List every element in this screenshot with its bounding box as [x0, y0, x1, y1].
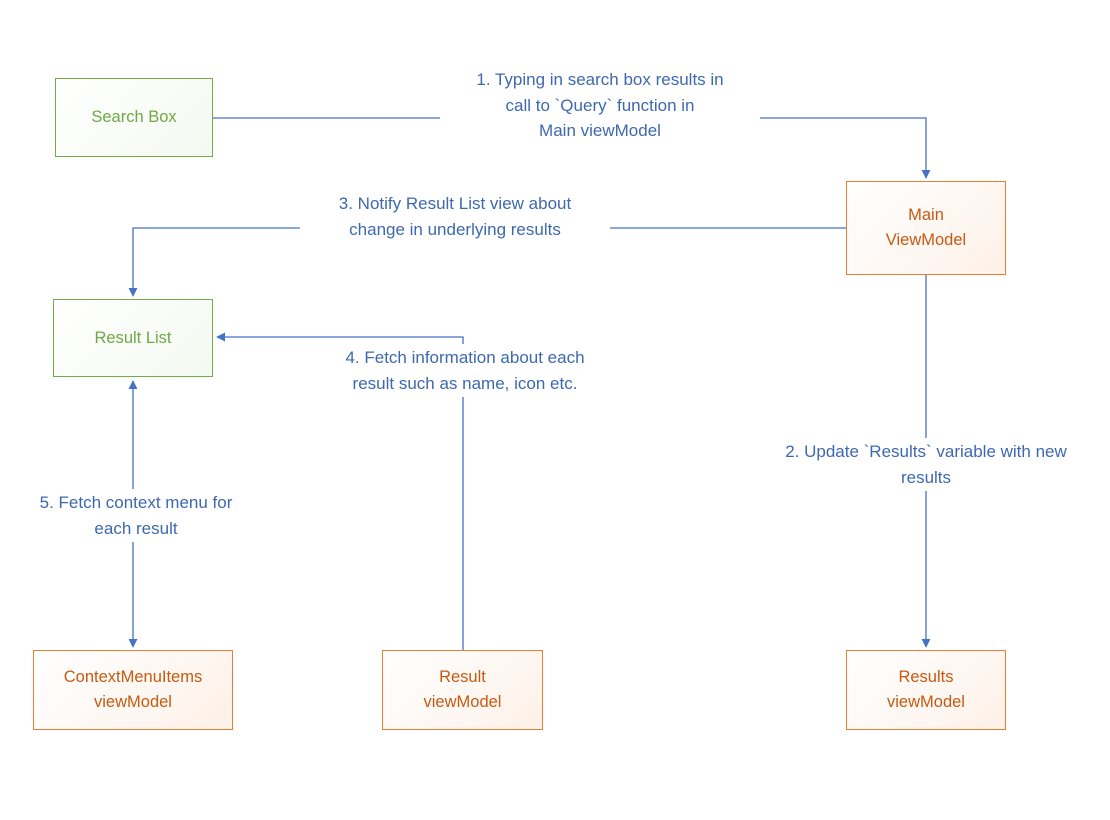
edge-label-5: 5. Fetch context menu for each result — [10, 489, 262, 542]
node-search-box-label: Search Box — [91, 108, 177, 126]
node-search-box: Search Box — [55, 78, 213, 157]
node-result-viewmodel: Result viewModel — [382, 650, 543, 730]
node-main-viewmodel-label: Main ViewModel — [885, 206, 967, 249]
edge-label-3: 3. Notify Result List view about change … — [300, 190, 610, 243]
node-results-viewmodel-label: Results viewModel — [887, 668, 965, 711]
node-contextmenuitems-viewmodel: ContextMenuItems viewModel — [33, 650, 233, 730]
node-result-list: Result List — [53, 299, 213, 377]
edge-label-4: 4. Fetch information about each result s… — [310, 344, 620, 397]
node-contextmenuitems-viewmodel-label: ContextMenuItems viewModel — [63, 668, 203, 711]
node-result-list-label: Result List — [94, 328, 172, 347]
edge-label-1: 1. Typing in search box results in call … — [440, 66, 760, 145]
node-main-viewmodel: Main ViewModel — [846, 181, 1006, 275]
edge-label-2: 2. Update `Results` variable with new re… — [756, 438, 1096, 491]
edge-4-resultviewmodel-to-resultlist — [216, 332, 464, 650]
node-results-viewmodel: Results viewModel — [846, 650, 1006, 730]
node-result-viewmodel-label: Result viewModel — [423, 668, 502, 711]
